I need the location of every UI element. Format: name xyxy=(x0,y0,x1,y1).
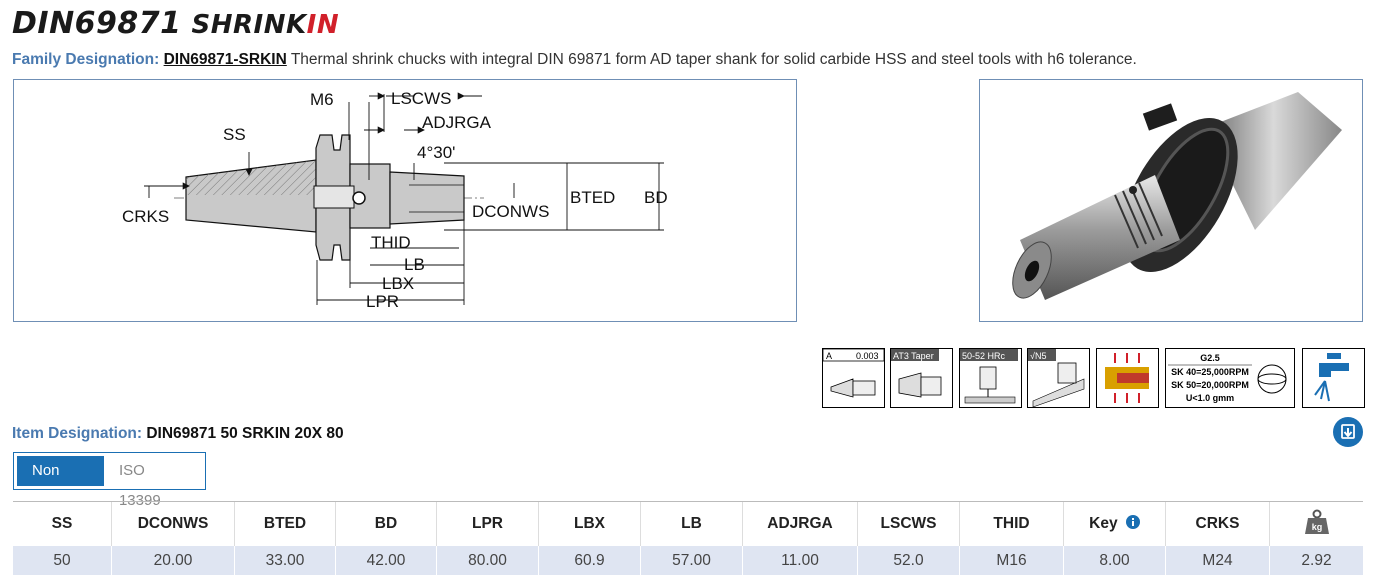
coolant-icon xyxy=(1302,348,1365,408)
label-lb: LB xyxy=(404,255,425,274)
weight-icon: kg xyxy=(1304,509,1329,534)
header-lbx: LBX xyxy=(538,501,641,546)
family-designation: Family Designation: DIN69871-SRKIN Therm… xyxy=(12,51,1137,69)
table-header-row: SS DCONWS BTED BD LPR LBX LB ADJRGA LSCW… xyxy=(13,501,1363,546)
header-adjrga: ADJRGA xyxy=(742,501,858,546)
cell-lb: 57.00 xyxy=(640,546,743,575)
label-ss: SS xyxy=(223,125,246,144)
header-weight: kg xyxy=(1269,501,1363,546)
cell-weight: 2.92 xyxy=(1269,546,1363,575)
label-lpr: LPR xyxy=(366,292,399,311)
spec-table: SS DCONWS BTED BD LPR LBX LB ADJRGA LSCW… xyxy=(13,501,1363,575)
item-label: Item Designation: xyxy=(12,425,143,442)
label-dconws: DCONWS xyxy=(472,202,549,221)
cell-ss: 50 xyxy=(13,546,112,575)
tab-non-iso[interactable]: Non ISO xyxy=(17,456,104,509)
svg-text:√N5: √N5 xyxy=(1030,351,1046,361)
label-angle: 4°30' xyxy=(417,143,455,162)
product-image-panel xyxy=(979,79,1363,322)
balance-icon: G2.5 SK 40=25,000RPM SK 50=20,000RPM U<1… xyxy=(1165,348,1295,408)
cell-bted: 33.00 xyxy=(234,546,336,575)
header-thid: THID xyxy=(959,501,1064,546)
heat-shrink-icon xyxy=(1096,348,1159,408)
svg-text:0.003: 0.003 xyxy=(856,351,879,361)
cell-bd: 42.00 xyxy=(335,546,437,575)
technical-drawing-panel: M6 LSCWS ADJRGA SS 4°30' CRKS DCONWS BTE… xyxy=(13,79,797,322)
cell-lpr: 80.00 xyxy=(436,546,539,575)
product-title: DIN69871 xyxy=(12,6,182,41)
cell-key: 8.00 xyxy=(1063,546,1166,575)
cell-lscws: 52.0 xyxy=(857,546,960,575)
technical-drawing: M6 LSCWS ADJRGA SS 4°30' CRKS DCONWS BTE… xyxy=(122,89,668,311)
label-thid: THID xyxy=(371,233,411,252)
table-row: 50 20.00 33.00 42.00 80.00 60.9 57.00 11… xyxy=(13,546,1363,575)
item-designation: Item Designation: DIN69871 50 SRKIN 20X … xyxy=(12,425,344,443)
svg-text:AT3 Taper: AT3 Taper xyxy=(893,351,934,361)
header-lscws: LSCWS xyxy=(857,501,960,546)
header-lb: LB xyxy=(640,501,743,546)
header-lpr: LPR xyxy=(436,501,539,546)
page-title: DIN69871 SHRINKIN xyxy=(12,6,339,41)
svg-text:kg: kg xyxy=(1311,522,1322,532)
brand-logo: SHRINKIN xyxy=(191,10,340,40)
header-dconws: DCONWS xyxy=(111,501,235,546)
family-link[interactable]: DIN69871-SRKIN xyxy=(163,51,287,68)
label-bted: BTED xyxy=(570,188,615,207)
label-lbx: LBX xyxy=(382,274,414,293)
header-bted: BTED xyxy=(234,501,336,546)
svg-text:SK 50=20,000RPM: SK 50=20,000RPM xyxy=(1171,380,1249,390)
header-crks: CRKS xyxy=(1165,501,1270,546)
svg-text:U<1.0 gmm: U<1.0 gmm xyxy=(1186,393,1234,403)
cell-dconws: 20.00 xyxy=(111,546,235,575)
label-lscws: LSCWS xyxy=(391,89,451,108)
cell-crks: M24 xyxy=(1165,546,1270,575)
surface-finish-icon: √N5 xyxy=(1027,348,1090,408)
cell-adjrga: 11.00 xyxy=(742,546,858,575)
download-button[interactable] xyxy=(1333,417,1363,447)
svg-text:50-52 HRc: 50-52 HRc xyxy=(962,351,1006,361)
family-description: Thermal shrink chucks with integral DIN … xyxy=(290,51,1137,68)
hardness-icon: 50-52 HRc xyxy=(959,348,1022,408)
product-image xyxy=(1012,92,1342,300)
info-icon[interactable] xyxy=(1125,515,1140,529)
cell-thid: M16 xyxy=(959,546,1064,575)
svg-text:SK 40=25,000RPM: SK 40=25,000RPM xyxy=(1171,367,1249,377)
label-bd: BD xyxy=(644,188,668,207)
tab-iso-13399[interactable]: ISO 13399 xyxy=(118,462,161,509)
label-crks: CRKS xyxy=(122,207,169,226)
runout-icon: A 0.003 xyxy=(822,348,885,408)
label-m6: M6 xyxy=(310,90,334,109)
header-key: Key xyxy=(1063,501,1166,546)
standard-tabs: Non ISO ISO 13399 xyxy=(13,452,206,509)
header-ss: SS xyxy=(13,501,112,546)
svg-text:A: A xyxy=(826,351,832,361)
item-value: DIN69871 50 SRKIN 20X 80 xyxy=(146,425,344,442)
header-bd: BD xyxy=(335,501,437,546)
header-key-label: Key xyxy=(1089,515,1118,532)
label-adjrga: ADJRGA xyxy=(422,113,492,132)
at3-taper-icon: AT3 Taper xyxy=(890,348,953,408)
svg-text:G2.5: G2.5 xyxy=(1200,353,1220,363)
cell-lbx: 60.9 xyxy=(538,546,641,575)
family-label: Family Designation: xyxy=(12,51,160,68)
download-icon xyxy=(1341,424,1355,439)
